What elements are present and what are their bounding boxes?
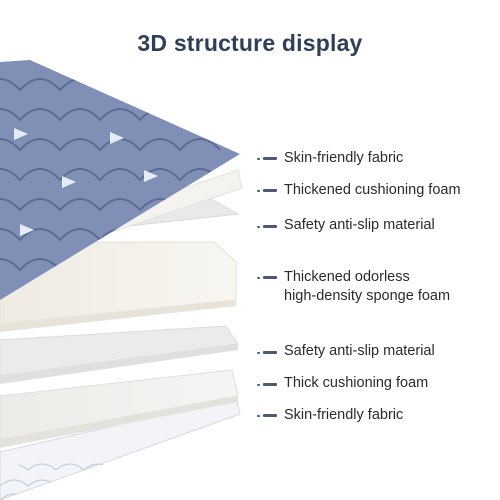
layer-marker [257, 225, 277, 229]
layer-label: Safety anti-slip material [284, 343, 435, 359]
layer-marker [257, 276, 277, 280]
layer-label: Skin-friendly fabric [284, 407, 404, 423]
layer-label: Thickened cushioning foam [284, 182, 461, 198]
layer-marker [257, 189, 277, 193]
layer-label: Safety anti-slip material [284, 217, 435, 233]
layer-marker [257, 383, 277, 387]
layer-lower-antislip [0, 325, 239, 384]
layer-marker [257, 157, 277, 161]
layer-label: Thick cushioning foam [284, 375, 429, 391]
layer-marker [257, 414, 277, 418]
layer-marker [257, 351, 277, 355]
layer-label-line-2: high-density sponge foam [284, 288, 451, 304]
layer-label: Thickened odorless [284, 269, 410, 285]
page-title: 3D structure display [137, 30, 363, 56]
layer-thick-cushioning-foam [0, 369, 239, 448]
layer-label: Skin-friendly fabric [284, 150, 404, 166]
